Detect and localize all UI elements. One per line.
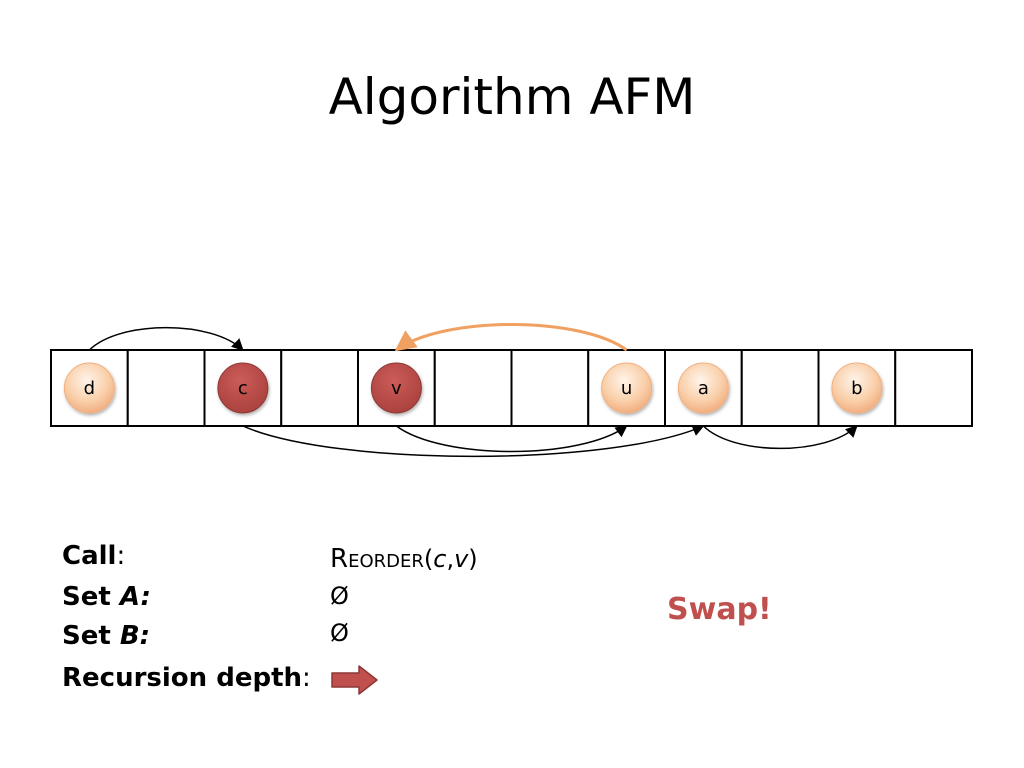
node-label: b: [851, 378, 862, 399]
edge-a-to-b: [702, 425, 858, 450]
node-circle: [63, 362, 115, 414]
node-b: b: [831, 362, 883, 414]
right-arrow-icon: [331, 665, 378, 695]
set-b-label: Set B:: [62, 621, 151, 651]
node-label: d: [84, 378, 95, 399]
edge-u-to-v: [394, 322, 628, 352]
node-circle: [831, 362, 883, 414]
node-circle: [677, 362, 729, 414]
node-c: c: [217, 362, 269, 414]
array-cell: [280, 349, 359, 427]
array-cell: [894, 349, 973, 427]
set-a-value: Ø: [330, 582, 349, 610]
node-circle: [217, 362, 269, 414]
edge-d-to-c: [88, 326, 244, 351]
node-label: u: [621, 378, 632, 399]
node-circle: [370, 362, 422, 414]
set-a-label: Set A:: [62, 582, 151, 612]
slide-title: Algorithm AFM: [328, 68, 696, 126]
array-cell: [510, 349, 590, 427]
node-label: a: [698, 378, 709, 399]
node-label: v: [391, 378, 402, 399]
edge-c-to-a: [242, 424, 705, 458]
array-cell: [740, 349, 820, 427]
node-u: u: [601, 362, 653, 414]
node-label: c: [238, 378, 248, 399]
array-cell: [433, 349, 513, 427]
swap-message: Swap!: [667, 592, 772, 627]
node-a: a: [677, 362, 729, 414]
call-value: REORDER(c,v): [330, 544, 478, 574]
node-circle: [601, 362, 653, 414]
node-d: d: [63, 362, 115, 414]
call-label: Call:: [62, 541, 126, 571]
recursion-depth-label: Recursion depth:: [62, 663, 311, 693]
edge-v-to-u: [395, 425, 628, 453]
array-cell: [126, 349, 206, 427]
node-v: v: [370, 362, 422, 414]
set-b-value: Ø: [330, 619, 349, 647]
